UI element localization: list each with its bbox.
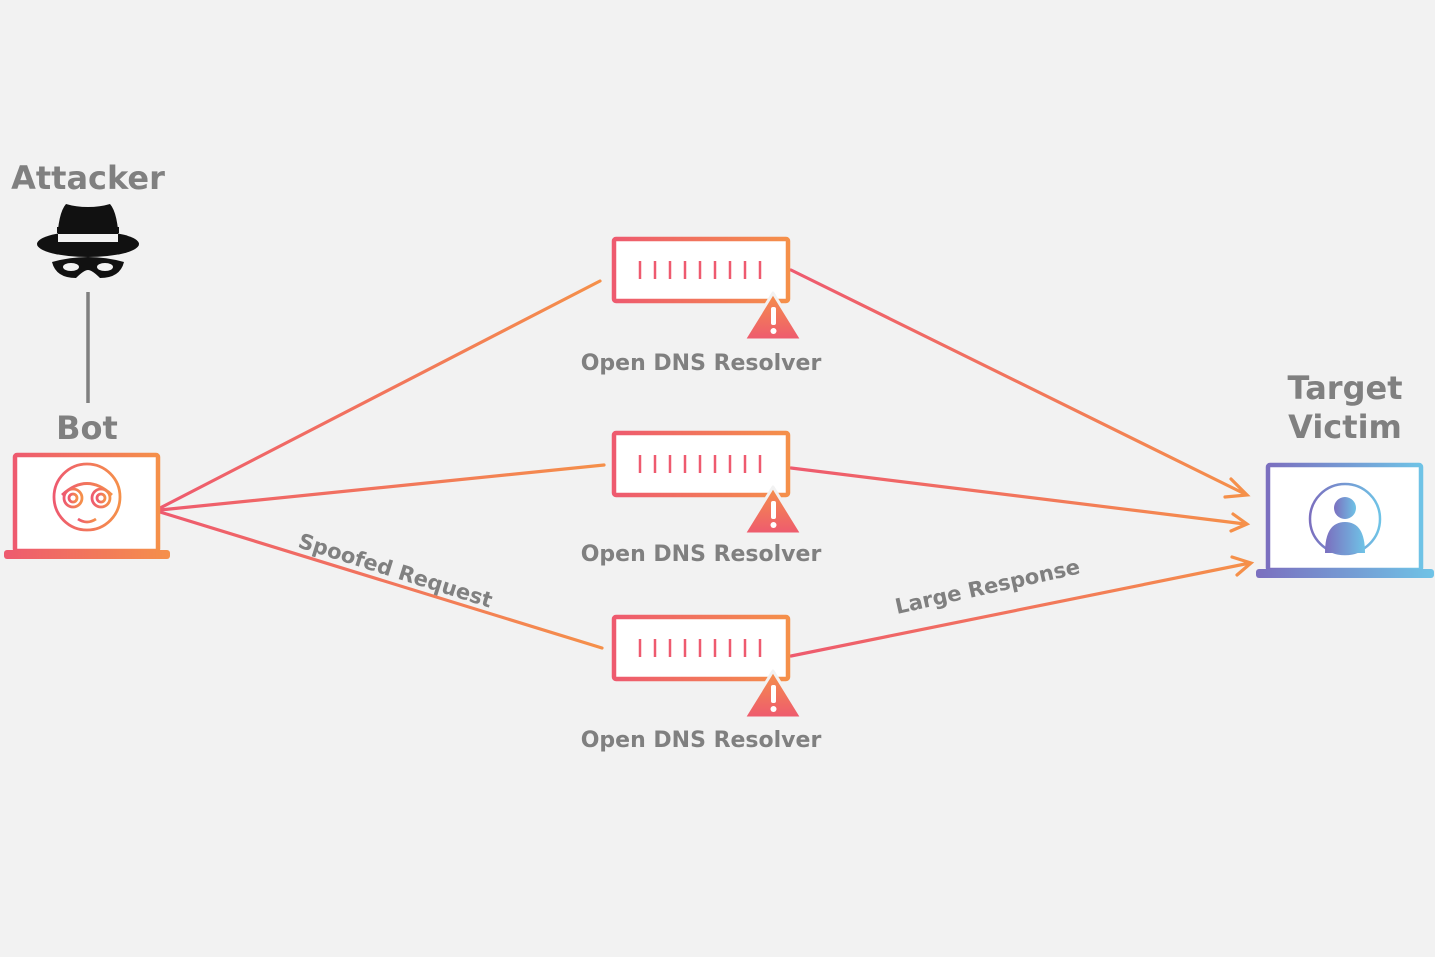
bot-laptop	[4, 452, 170, 559]
user-laptop-icon	[1308, 482, 1382, 556]
large-response-label: Large Response	[893, 555, 1082, 619]
server-warning-icon	[742, 291, 804, 342]
robot-laptop-icon	[52, 462, 122, 532]
request-line-bottom	[158, 510, 604, 650]
request-line-middle	[158, 463, 606, 512]
bot-label: Bot	[56, 409, 118, 447]
victim-laptop	[1256, 462, 1434, 578]
dns-resolver-node: Open DNS Resolver	[581, 236, 822, 376]
victim-label-line1: Target	[1288, 369, 1403, 407]
request-line-top	[158, 279, 602, 510]
response-line-bottom	[789, 561, 1252, 658]
arrowhead-middle-icon	[1229, 512, 1251, 533]
resolver-label: Open DNS Resolver	[581, 728, 822, 753]
resolver-label: Open DNS Resolver	[581, 542, 822, 567]
server-warning-icon	[742, 669, 804, 720]
dns-resolver-node: Open DNS Resolver	[581, 430, 822, 567]
response-line-top	[789, 268, 1247, 496]
arrowhead-top-icon	[1223, 477, 1251, 499]
arrowhead-bottom-icon	[1230, 555, 1255, 577]
attacker-label: Attacker	[11, 159, 165, 197]
spy-icon	[37, 204, 139, 278]
resolver-label: Open DNS Resolver	[581, 351, 822, 376]
spoofed-request-label: Spoofed Request	[295, 529, 495, 613]
dns-resolver-node: Open DNS Resolver	[581, 614, 822, 753]
server-warning-icon	[742, 485, 804, 536]
victim-label-line2: Victim	[1288, 408, 1402, 446]
response-line-middle	[789, 466, 1247, 526]
